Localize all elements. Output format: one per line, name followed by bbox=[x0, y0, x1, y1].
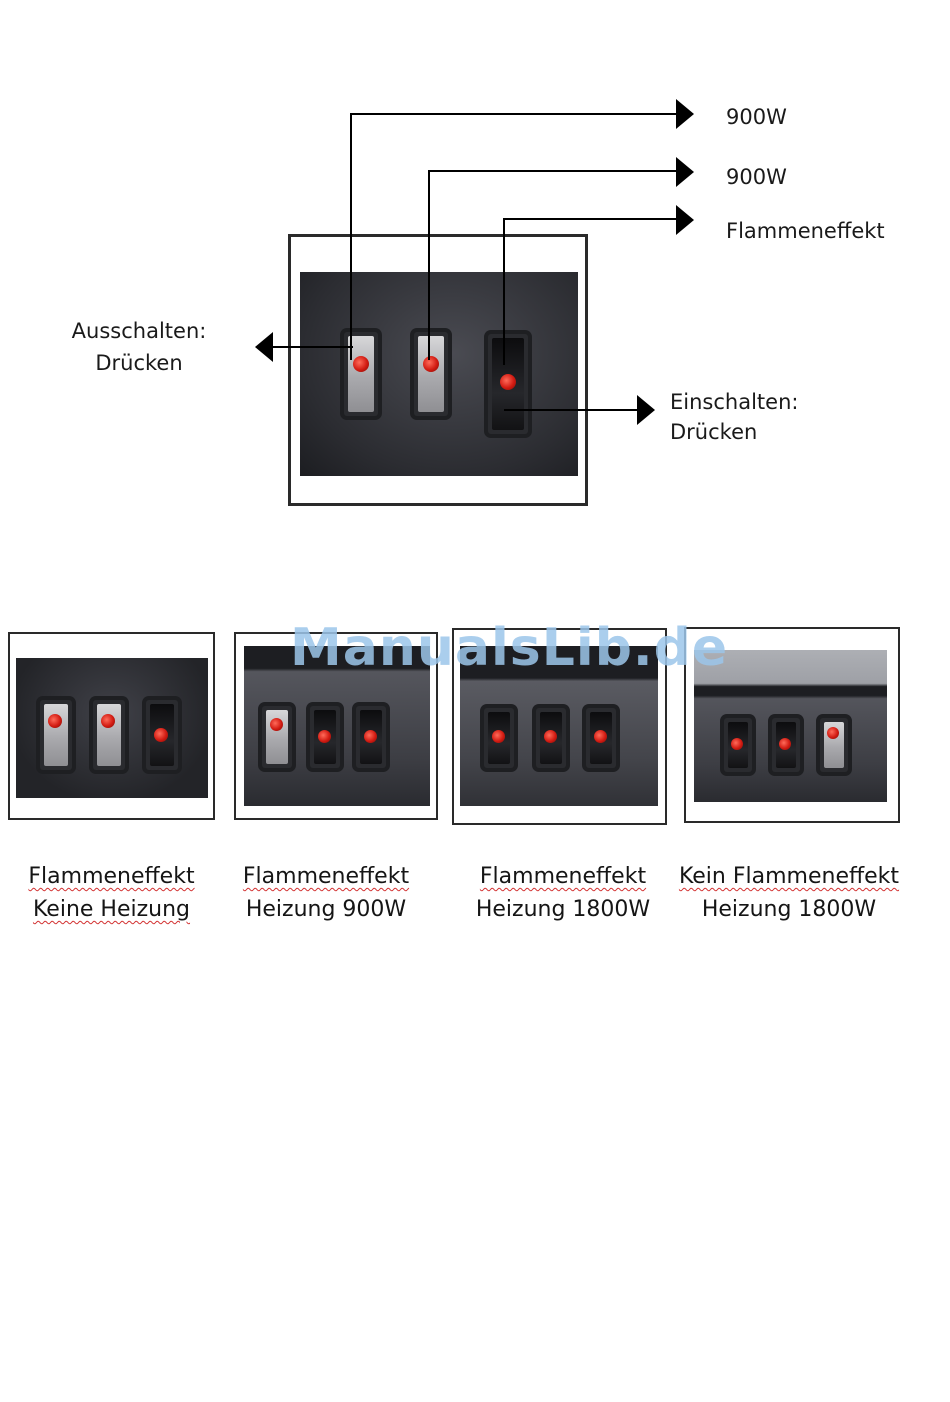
label-off: Ausschalten: Drücken bbox=[62, 318, 216, 376]
label-flame: Flammeneffekt bbox=[726, 218, 885, 244]
indicator-led bbox=[154, 728, 168, 742]
indicator-led bbox=[492, 730, 505, 743]
indicator-led bbox=[779, 738, 791, 750]
heater-switch-2 bbox=[93, 700, 125, 770]
label-heater-2: 900W bbox=[726, 164, 787, 190]
heater-switch-1 bbox=[724, 718, 752, 772]
indicator-led bbox=[594, 730, 607, 743]
leader-lines bbox=[0, 0, 950, 520]
arrow-head bbox=[255, 332, 273, 362]
flame-switch bbox=[146, 700, 178, 770]
label-on-line2: Drücken bbox=[670, 419, 798, 445]
heater-switch-1 bbox=[484, 708, 514, 768]
state-caption-line1: Flammeneffekt bbox=[28, 864, 194, 889]
indicator-led bbox=[364, 730, 377, 743]
flame-switch bbox=[820, 718, 848, 772]
label-heater-1: 900W bbox=[726, 104, 787, 130]
state-caption-line2: Heizung 1800W bbox=[476, 897, 650, 922]
indicator-led bbox=[731, 738, 743, 750]
label-on: Einschalten: Drücken bbox=[670, 389, 798, 445]
indicator-led bbox=[270, 718, 283, 731]
state-caption-line2: Keine Heizung bbox=[33, 897, 190, 922]
flame-switch bbox=[356, 706, 386, 768]
state-caption-line2: Heizung 900W bbox=[246, 897, 406, 922]
state-caption-line2: Heizung 1800W bbox=[702, 897, 876, 922]
state-caption-3: Flammeneffekt Heizung 1800W bbox=[452, 860, 674, 926]
heater-switch-2 bbox=[310, 706, 340, 768]
indicator-led bbox=[318, 730, 331, 743]
label-on-line1: Einschalten: bbox=[670, 389, 798, 415]
arrow-head bbox=[676, 205, 694, 235]
heater-switch-1 bbox=[262, 706, 292, 768]
indicator-led bbox=[827, 727, 839, 739]
indicator-led bbox=[48, 714, 62, 728]
state-caption-line1: Kein Flammeneffekt bbox=[679, 864, 899, 889]
state-caption-line1: Flammeneffekt bbox=[243, 864, 409, 889]
arrow-head bbox=[676, 99, 694, 129]
flame-switch bbox=[586, 708, 616, 768]
label-off-line1: Ausschalten: bbox=[62, 318, 216, 344]
state-caption-2: Flammeneffekt Heizung 900W bbox=[224, 860, 428, 926]
heater-switch-2 bbox=[536, 708, 566, 768]
heater-switch-1 bbox=[40, 700, 72, 770]
state-caption-4: Kein Flammeneffekt Heizung 1800W bbox=[672, 860, 906, 926]
state-caption-line1: Flammeneffekt bbox=[480, 864, 646, 889]
heater-switch-2 bbox=[772, 718, 800, 772]
watermark: ManualsLib.de bbox=[290, 618, 728, 678]
indicator-led bbox=[544, 730, 557, 743]
state-photo-1 bbox=[16, 658, 208, 798]
indicator-led bbox=[101, 714, 115, 728]
label-off-line2: Drücken bbox=[62, 350, 216, 376]
arrow-head bbox=[676, 157, 694, 187]
arrow-head bbox=[637, 395, 655, 425]
state-caption-1: Flammeneffekt Keine Heizung bbox=[8, 860, 215, 926]
